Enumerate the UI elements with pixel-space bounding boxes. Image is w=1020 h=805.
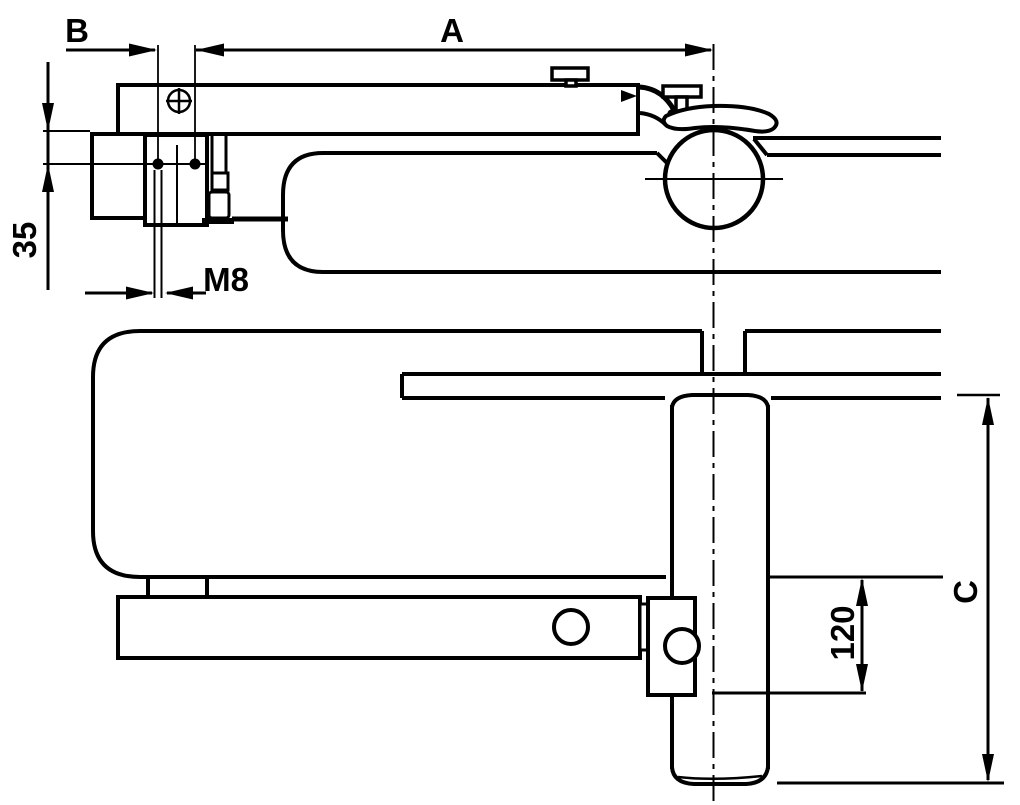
clamp-block-hole — [663, 627, 701, 665]
dimension-m8: M8 — [85, 170, 249, 300]
bracket-left-block — [90, 132, 150, 220]
bracket-clamp-detail — [202, 135, 234, 224]
dim-c-label: C — [947, 580, 984, 604]
dim-a-label: A — [440, 12, 464, 49]
extension-lines-holes — [152, 45, 201, 170]
dimension-c: C — [777, 393, 1004, 785]
dimension-120: 120 — [712, 575, 943, 695]
side-view — [90, 66, 941, 274]
damper-body-plan — [91, 329, 702, 579]
frame-rail-right — [752, 136, 941, 157]
dimension-b: B — [65, 12, 157, 57]
latch-hook — [661, 103, 779, 134]
dim-b-label: B — [65, 12, 89, 49]
adjustment-screw-icon — [166, 88, 192, 114]
dimension-a: A — [196, 12, 713, 57]
slide-rail-bar — [116, 83, 640, 136]
dim-120-label: 120 — [824, 605, 861, 660]
rail-end-pointer-icon — [621, 90, 637, 102]
dim-m8-label: M8 — [203, 261, 249, 298]
mounting-plate — [400, 372, 941, 400]
dim-35-label: 35 — [6, 222, 43, 259]
rail-screw-icon — [550, 66, 590, 88]
plan-view — [91, 329, 941, 786]
mounting-bar-hole — [552, 608, 590, 646]
dimension-35: 35 — [6, 62, 207, 290]
damper-body-side — [281, 151, 941, 274]
cylinder — [670, 393, 770, 786]
